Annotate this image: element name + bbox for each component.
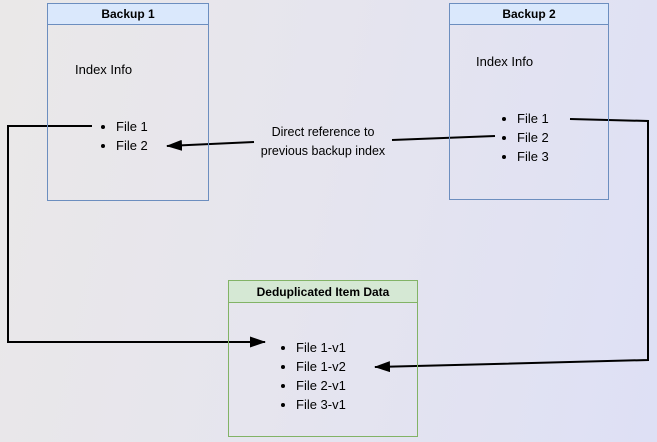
list-item: File 3 — [517, 147, 549, 166]
backup2-file-list: File 1 File 2 File 3 — [503, 109, 549, 166]
backup2-box: Backup 2 Index Info File 1 File 2 File 3 — [449, 3, 609, 200]
backup1-file-list: File 1 File 2 — [102, 117, 148, 155]
backup2-subtitle: Index Info — [476, 54, 534, 69]
dedup-file-list: File 1-v1 File 1-v2 File 2-v1 File 3-v1 — [282, 338, 346, 414]
deduplicated-item-data-box: Deduplicated Item Data File 1-v1 File 1-… — [228, 280, 418, 437]
backup1-title: Backup 1 — [48, 4, 208, 25]
list-item: File 2-v1 — [296, 376, 346, 395]
list-item: File 3-v1 — [296, 395, 346, 414]
list-item: File 1-v1 — [296, 338, 346, 357]
list-item: File 1 — [116, 117, 148, 136]
edge-label-line2: previous backup index — [260, 144, 386, 158]
list-item: File 1 — [517, 109, 549, 128]
dedup-title: Deduplicated Item Data — [229, 281, 417, 303]
list-item: File 1-v2 — [296, 357, 346, 376]
list-item: File 2 — [116, 136, 148, 155]
backup1-subtitle: Index Info — [75, 62, 133, 77]
edge-label-line1: Direct reference to — [271, 125, 375, 139]
edge-label-direct-reference: Direct reference to previous backup inde… — [233, 123, 413, 161]
backup1-box: Backup 1 Index Info File 1 File 2 — [47, 3, 209, 201]
backup2-title: Backup 2 — [450, 4, 608, 25]
list-item: File 2 — [517, 128, 549, 147]
